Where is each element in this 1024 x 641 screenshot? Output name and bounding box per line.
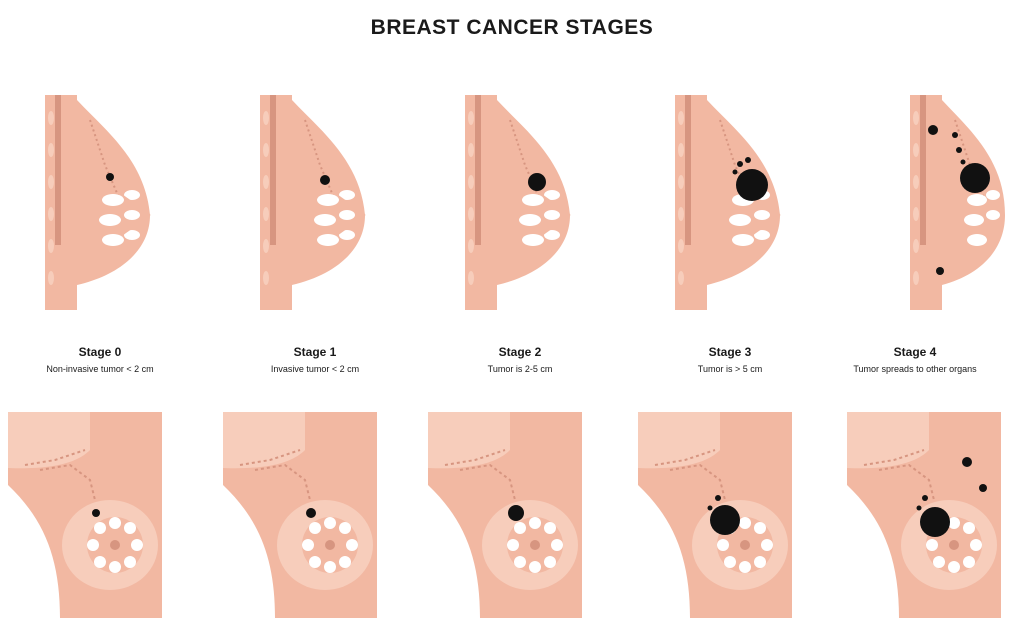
front-view-illustration bbox=[428, 412, 582, 618]
stage-label: Stage 2 bbox=[498, 345, 542, 359]
tumor-mark bbox=[732, 157, 768, 201]
front-view-illustration bbox=[847, 412, 1001, 618]
stage-description: Tumor is > 5 cm bbox=[697, 364, 763, 374]
side-view-illustration bbox=[260, 95, 366, 310]
tumor-mark bbox=[306, 508, 316, 518]
stage-description: Invasive tumor < 2 cm bbox=[270, 364, 360, 374]
side-view-illustration bbox=[45, 95, 151, 310]
stage-column-2: Stage 2 Tumor is 2-5 cm bbox=[420, 80, 620, 640]
tumor-mark bbox=[707, 495, 740, 535]
tumor-mark bbox=[320, 175, 330, 185]
side-view-illustration bbox=[465, 95, 571, 310]
stage-description: Tumor is 2-5 cm bbox=[487, 364, 553, 374]
front-view-illustration bbox=[8, 412, 162, 618]
tumor-mark bbox=[528, 173, 546, 191]
stage-column-3: Stage 3 Tumor is > 5 cm bbox=[630, 80, 830, 640]
stage-label: Stage 0 bbox=[78, 345, 122, 359]
stage-column-4: Stage 4 Tumor spreads to other organs bbox=[815, 80, 1015, 640]
stage-label: Stage 3 bbox=[708, 345, 752, 359]
tumor-mark bbox=[106, 173, 114, 181]
stage-label: Stage 1 bbox=[293, 345, 337, 359]
stage-description: Tumor spreads to other organs bbox=[853, 364, 977, 374]
tumor-mark bbox=[508, 505, 524, 521]
stage-column-1: Stage 1 Invasive tumor < 2 cm bbox=[215, 80, 415, 640]
front-view-illustration bbox=[638, 412, 792, 618]
diagram-title: BREAST CANCER STAGES bbox=[370, 16, 654, 39]
tumor-mark bbox=[916, 457, 987, 537]
stage-column-0: Stage 0 Non-invasive tumor < 2 cm bbox=[0, 80, 200, 640]
stage-label: Stage 4 bbox=[893, 345, 937, 359]
tumor-mark bbox=[928, 125, 990, 275]
stage-description: Non-invasive tumor < 2 cm bbox=[46, 364, 154, 374]
side-view-illustration bbox=[675, 95, 781, 310]
tumor-mark bbox=[92, 509, 100, 517]
side-view-illustration bbox=[910, 95, 1005, 310]
front-view-illustration bbox=[223, 412, 377, 618]
